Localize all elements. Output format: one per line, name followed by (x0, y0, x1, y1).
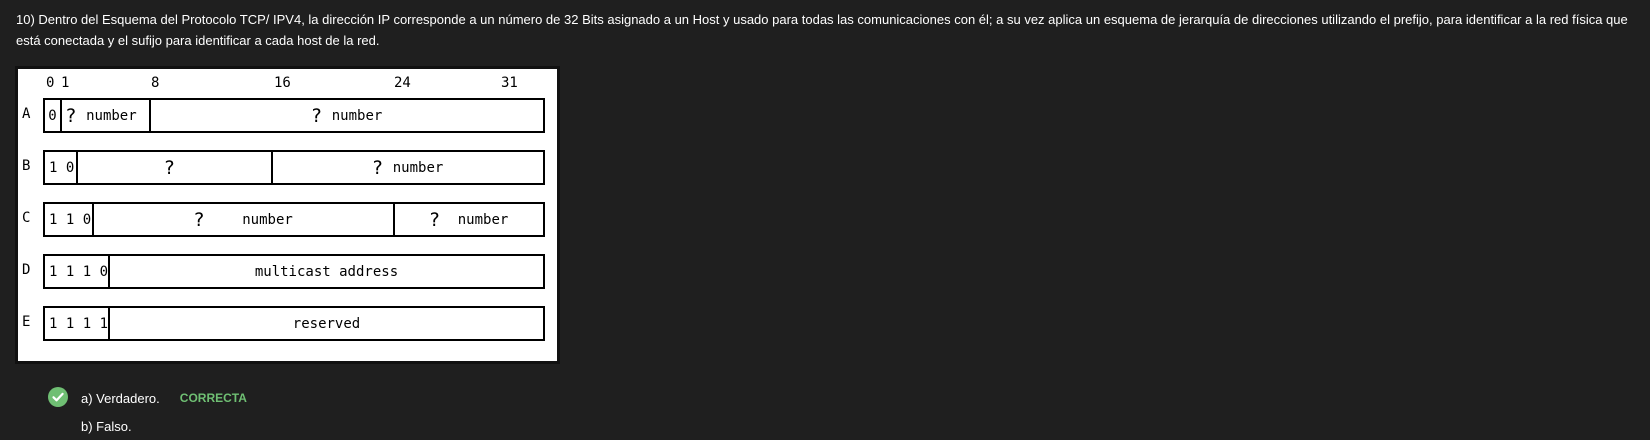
bit-number-31: 31 (501, 75, 518, 91)
class-b-prefix-bits: 1 0 (45, 152, 78, 183)
question-mark: ? (372, 156, 383, 179)
class-c-prefix-text: 1 1 0 (49, 211, 92, 228)
row-label-b: B (22, 158, 31, 174)
option-b-label: b) Falso. (81, 418, 132, 434)
ip-classes-diagram: 0 1 8 16 24 31 A 0 ? number ? number B 1 0… (18, 69, 557, 361)
class-e-reserved-text: reserved (292, 315, 361, 332)
row-label-a: A (22, 106, 31, 122)
row-label-c: C (22, 210, 31, 226)
class-e-prefix-text: 1 1 1 1 (49, 315, 109, 332)
class-b-host-text: number (392, 159, 444, 176)
class-c-row: 1 1 0 ? number ? number (43, 202, 545, 237)
class-c-host-text: number (457, 211, 509, 228)
class-a-host-text: number (331, 107, 383, 124)
row-label-e: E (22, 314, 31, 330)
class-a-network-field: ? number (62, 100, 151, 131)
class-c-host-field: ? number (395, 204, 543, 235)
class-a-prefix-text: 0 (48, 107, 57, 124)
option-a-label: a) Verdadero. (81, 390, 160, 406)
question-mark: ? (194, 208, 205, 231)
class-b-row: 1 0 ? ? number (43, 150, 545, 185)
class-c-network-field: ? number (94, 204, 395, 235)
question-mark: ? (429, 208, 440, 231)
answer-options: a) Verdadero. CORRECTA b) Falso. (48, 384, 247, 440)
class-b-host-field: ? number (273, 152, 543, 183)
class-d-multicast-field: multicast address (110, 256, 543, 287)
option-a[interactable]: a) Verdadero. CORRECTA (48, 384, 247, 412)
class-a-host-field: ? number (151, 100, 543, 131)
question-text: 10) Dentro del Esquema del Protocolo TCP… (16, 12, 1628, 48)
class-c-prefix-bits: 1 1 0 (45, 204, 94, 235)
class-b-network-field: ? (78, 152, 273, 183)
check-circle-icon (48, 387, 68, 407)
class-e-reserved-field: reserved (110, 308, 543, 339)
class-a-network-text: number (86, 107, 137, 124)
bit-number-0: 0 (46, 75, 55, 91)
bit-number-1: 1 (61, 75, 70, 91)
ip-address-classes-figure: 0 1 8 16 24 31 A 0 ? number ? number B 1 0… (15, 66, 560, 364)
class-b-prefix-text: 1 0 (49, 159, 75, 176)
class-e-row: 1 1 1 1 reserved (43, 306, 545, 341)
class-d-multicast-text: multicast address (254, 263, 399, 280)
class-a-prefix-bits: 0 (45, 100, 62, 131)
question-mark: ? (164, 156, 175, 179)
class-e-prefix-bits: 1 1 1 1 (45, 308, 110, 339)
class-d-prefix-bits: 1 1 1 0 (45, 256, 110, 287)
class-a-row: 0 ? number ? number (43, 98, 545, 133)
class-c-network-text: number (242, 211, 293, 228)
bit-number-8: 8 (151, 75, 160, 91)
class-d-prefix-text: 1 1 1 0 (49, 263, 109, 280)
question-mark: ? (66, 104, 77, 127)
question-mark: ? (311, 104, 322, 127)
bit-number-16: 16 (274, 75, 291, 91)
class-d-row: 1 1 1 0 multicast address (43, 254, 545, 289)
correct-badge: CORRECTA (179, 391, 247, 405)
bit-number-24: 24 (394, 75, 411, 91)
row-label-d: D (22, 262, 31, 278)
option-b[interactable]: b) Falso. (48, 412, 247, 440)
